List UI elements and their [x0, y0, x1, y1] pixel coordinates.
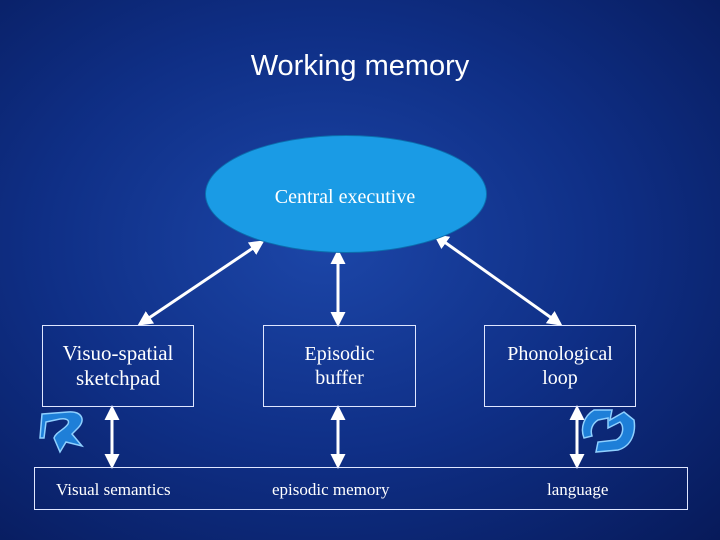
visuospatial-sketchpad-box: Visuo-spatial sketchpad: [42, 325, 194, 407]
episodic-buffer-box: Episodic buffer: [263, 325, 416, 407]
diagram-title: Working memory: [250, 50, 470, 82]
central-executive-label: Central executive: [274, 186, 416, 208]
visual-semantics-label: Visual semantics: [56, 480, 171, 499]
arrow-exec-visuospatial: [137, 240, 265, 326]
long-term-memory-bar: [34, 467, 688, 510]
curl-arrow-right-icon: [581, 409, 636, 453]
phonological-loop-box: Phonological loop: [484, 325, 636, 407]
arrow-exec-phonological: [433, 234, 563, 326]
central-executive-ellipse: [205, 135, 487, 253]
language-label: language: [547, 480, 609, 499]
episodic-memory-label: episodic memory: [272, 480, 390, 499]
curl-arrow-left-icon: [39, 411, 85, 454]
